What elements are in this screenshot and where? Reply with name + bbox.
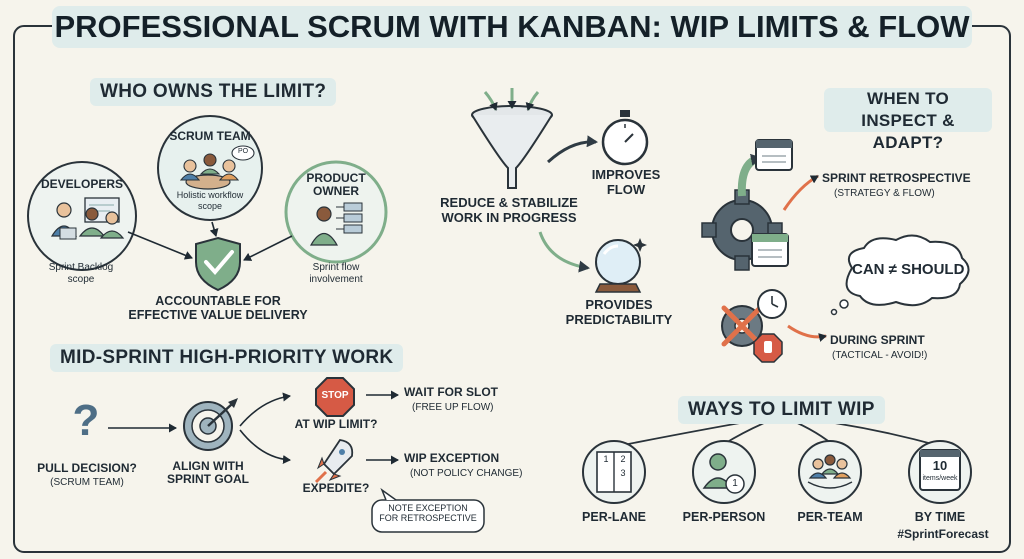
arrow-dev-to-shield	[127, 231, 193, 260]
product-owner-label: PRODUCT OWNER	[306, 171, 366, 199]
product-owner-icon	[284, 160, 388, 264]
target-icon	[183, 398, 238, 451]
improves-flow-label: IMPROVES FLOW	[591, 167, 661, 197]
midsprint-heading: MID-SPRINT HIGH-PRIORITY WORK	[50, 344, 404, 372]
calendar-icon-bottom	[751, 233, 789, 267]
team-people	[807, 454, 853, 489]
time-unit: items/week	[922, 475, 958, 482]
hashtag: #SprintForecast	[897, 527, 989, 541]
scrum-team-label: SCRUM TEAM	[169, 129, 251, 143]
arrow-align-to-expedite	[239, 429, 291, 464]
arrow-funnel-to-flow	[546, 135, 598, 164]
rocket-icon	[314, 439, 354, 484]
arrow-to-retro	[782, 174, 819, 211]
align-goal-label: ALIGN WITH SPRINT GOAL	[166, 459, 249, 487]
funnel-icon	[471, 105, 553, 189]
predictability-label: PROVIDES PREDICTABILITY	[565, 297, 673, 327]
wait-slot-label: WAIT FOR SLOT	[404, 385, 498, 399]
note-bubble	[371, 499, 485, 533]
retro-sub: (STRATEGY & FLOW)	[834, 188, 935, 199]
per-lane-label: PER-LANE	[582, 510, 646, 524]
developers-icon	[27, 161, 137, 271]
during-sprint-label: DURING SPRINT	[830, 333, 925, 347]
person-head	[709, 453, 727, 471]
question-mark-icon: ?	[72, 396, 100, 445]
per-team-label: PER-TEAM	[797, 510, 863, 524]
time-num: 10	[932, 458, 948, 473]
stop-sign-text: STOP	[321, 390, 349, 401]
calendar-icon-top	[755, 139, 793, 171]
arrow-funnel-to-predictability	[538, 231, 590, 273]
wip-exception-sub: (NOT POLICY CHANGE)	[410, 468, 523, 479]
arrow-po-to-shield	[243, 235, 293, 261]
blocked-gear-icon	[721, 305, 763, 347]
ways-heading: WAYS TO LIMIT WIP	[678, 396, 885, 424]
note-text: NOTE EXCEPTION FOR RETROSPECTIVE	[379, 503, 477, 524]
stop-hand-icon	[753, 333, 783, 363]
funnel-input-arrow-right	[525, 91, 540, 111]
developers-label: DEVELOPERS	[40, 177, 124, 191]
arrow-to-during	[787, 324, 827, 342]
shield-check-icon	[195, 236, 241, 292]
wait-slot-sub: (FREE UP FLOW)	[412, 402, 494, 413]
scrum-team-icon	[157, 115, 263, 221]
wip-exception-label: WIP EXCEPTION	[404, 451, 500, 465]
by-time-label: BY TIME	[914, 510, 966, 524]
reduce-wip-label: REDUCE & STABILIZE WORK IN PROGRESS	[440, 195, 578, 225]
arrow-team-to-shield	[209, 221, 219, 237]
scrum-team-sub: Holistic workflow scope	[176, 190, 244, 211]
stopwatch-icon	[601, 110, 649, 166]
pull-decision-sub: (SCRUM TEAM)	[50, 477, 124, 488]
thought-cloud	[830, 234, 970, 316]
at-wip-limit-label: AT WIP LIMIT?	[294, 417, 378, 431]
accountable-label: ACCOUNTABLE FOR EFFECTIVE VALUE DELIVERY	[128, 294, 308, 322]
lane-num-1: 1	[603, 454, 609, 464]
inspect-heading: WHEN TO INSPECT & ADAPT?	[824, 88, 992, 152]
person-num: 1	[732, 478, 738, 489]
lane-num-3: 3	[620, 468, 626, 478]
clock-icon	[757, 289, 787, 319]
note-bubble-tail	[380, 487, 397, 501]
funnel-input-arrow-left	[483, 91, 498, 111]
person-circle	[692, 440, 756, 504]
lane-num-2: 2	[620, 454, 626, 464]
during-sprint-sub: (TACTICAL - AVOID!)	[832, 350, 928, 361]
developers-sub: Sprint Backlog scope	[48, 262, 114, 285]
owners-heading: WHO OWNS THE LIMIT?	[90, 78, 337, 106]
retro-label: SPRINT RETROSPECTIVE	[822, 171, 971, 185]
per-person-label: PER-PERSON	[682, 510, 766, 524]
expedite-label: EXPEDITE?	[302, 481, 370, 495]
arrow-align-to-stop	[239, 392, 291, 427]
po-badge: PO	[237, 148, 249, 155]
main-title: PROFESSIONAL SCRUM WITH KANBAN: WIP LIMI…	[52, 6, 972, 48]
time-calendar-band	[920, 450, 960, 457]
product-owner-sub: Sprint flow involvement	[309, 262, 363, 285]
stop-sign-icon	[315, 377, 355, 417]
crystal-ball-icon	[594, 238, 647, 293]
can-should-label: CAN ≠ SHOULD	[852, 261, 965, 278]
pull-decision-label: PULL DECISION?	[37, 461, 137, 475]
person-badge	[725, 474, 745, 494]
